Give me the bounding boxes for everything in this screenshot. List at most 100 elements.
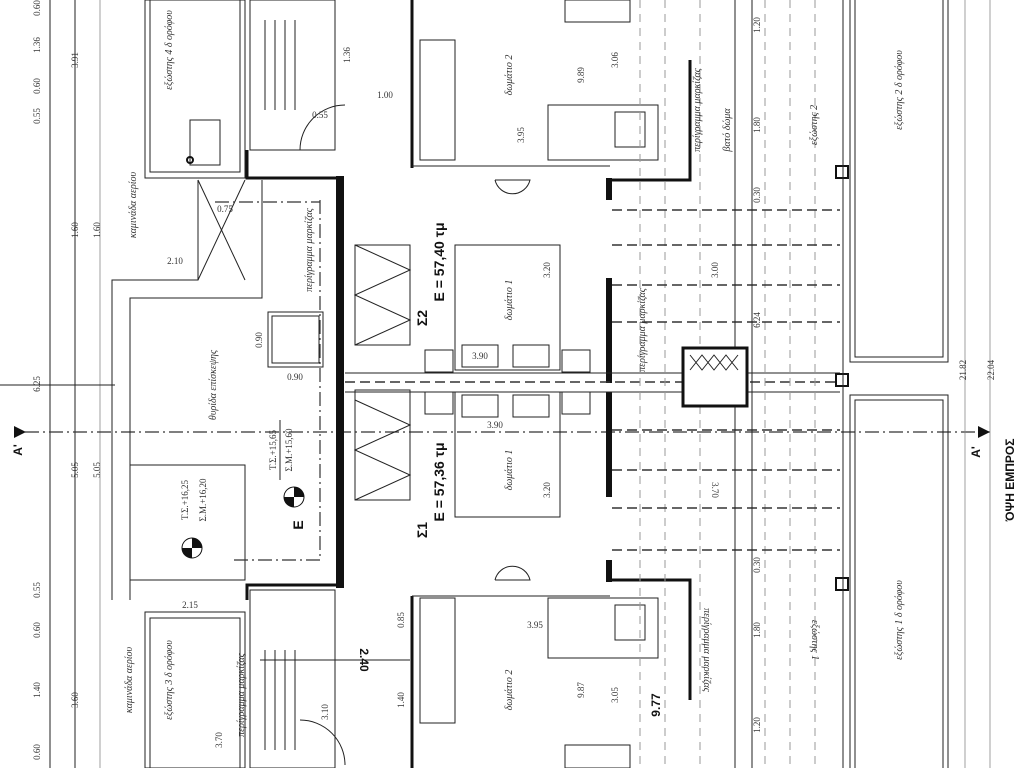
plan-label: 5.05 [92,462,102,478]
plan-label: 3.70 [214,732,224,748]
plan-label: 0.30 [752,557,762,573]
plan-label: 9.77 [649,693,663,717]
plan-label: 1.40 [32,682,42,698]
level-marker-lower: Τ.Σ.+16,25 Σ.Μ.+16,20 [180,478,208,559]
section-arrow-right [978,426,990,438]
walls [245,0,840,768]
plan-label: 3.95 [516,127,526,143]
plan-label: 3.05 [610,687,620,703]
balcony-4-4th [144,0,246,179]
plan-label: 21.82 [958,360,968,380]
plan-label: 3.20 [542,262,552,278]
plan-label: εξώστης 4 δ ορόφου [164,10,175,90]
plan-label: Τ.Σ.+16,25 [180,480,190,520]
left-dimension-lines [0,0,115,768]
plan-label: εξώστης 3 δ ορόφου [164,640,175,720]
plan-label: Σ.Μ.+16,20 [198,478,208,522]
plan-label: περίγραμμα μαρκίζας [701,608,712,693]
plan-label: δωμάτιο 2 [504,670,515,711]
plan-label: 6.25 [32,376,42,392]
plan-label: Τ.Σ.+15,65 [268,430,278,470]
plan-label: 0.55 [32,582,42,598]
plan-label: 2.10 [167,256,183,266]
plan-label: περίγραμμα μαρκίζας [692,67,703,152]
plan-label: 0.60 [32,622,42,638]
plan-label: 2.15 [182,600,198,610]
roof-area [111,179,324,600]
bed-bottom [424,391,591,518]
section-arrow-left [14,426,26,438]
plan-label: Ε [290,520,306,529]
plan-label: εξώστης 1 [809,620,820,660]
plan-label: 0.90 [254,332,264,348]
apartment-area-s2: Ε = 57,40 τμ [431,222,447,301]
plan-label: εξώστης 2 [809,105,820,145]
plan-label: 1.40 [396,692,406,708]
section-marker-left: A' [11,444,25,456]
plan-label: δωμάτιο 2 [504,55,515,96]
plan-label: περίγραμμα μαρκίζας [236,652,247,737]
plan-label: 22.04 [986,359,996,380]
section-marker-right: A' [969,446,983,458]
plan-label: 3.90 [472,351,488,361]
plan-label: καμινάδα αερίου [128,171,139,238]
plan-label: καμινάδα αερίου [124,646,135,713]
plan-label: 3.70 [710,482,720,498]
bed-top [424,244,591,373]
plan-label: 1.36 [342,47,352,63]
plan-label: 1.80 [752,117,762,133]
columns [835,0,849,768]
plan-label: 1.36 [32,37,42,53]
plan-label: 1.20 [752,17,762,33]
plan-label: βατό δώμα [722,108,733,153]
plan-label: 2.40 [357,648,371,672]
plan-label: 9.87 [576,682,586,698]
plan-label: 0.60 [32,0,42,16]
plan-label: δωμάτιο 1 [504,450,515,491]
plan-label: 0.55 [312,110,328,120]
plan-label: 3.95 [527,620,543,630]
plan-label: 3.20 [542,482,552,498]
plan-label: 0.75 [217,204,233,214]
plan-label: 3.00 [710,262,720,278]
plan-label: 3.10 [320,704,330,720]
plan-label: 0.55 [32,108,42,124]
room2-bottom [419,565,659,768]
outer-dim-ticks: 0.60 1.36 0.60 0.55 6.25 0.55 0.60 1.40 … [32,0,102,760]
plan-label: 1.80 [752,622,762,638]
balcony-3-4th [144,611,246,768]
level-marker-upper: Τ.Σ.+15,65 Σ.Μ.+15,60 Ε [268,420,306,530]
plan-label: 9.89 [576,67,586,83]
plan-label: 3.91 [70,52,80,68]
plan-label: 0.60 [32,744,42,760]
plan-label: 5.05 [70,462,80,478]
plan-label: θυρίδα επίσκεψης [208,349,219,420]
plan-label: 3.90 [487,420,503,430]
apartment-area-s1: Ε = 57,36 τμ [431,442,447,521]
apartment-name-s2: Σ2 [414,310,430,326]
plan-label: περίγραμμα μαρκίζας [304,207,315,292]
view-title: ΌΨΗ ΕΜΠΡΟΣ [1003,439,1017,523]
closets [353,244,412,501]
apartment-name-s1: Σ1 [414,522,430,538]
plan-label: εξώστης 2 δ ορόφου [894,50,905,130]
plan-label: Σ.Μ.+15,60 [284,428,294,472]
stair-top [249,0,346,151]
room2-top [419,0,659,195]
plan-label: 6.24 [752,312,762,328]
plan-label: 3.60 [70,692,80,708]
plan-label: 0.85 [396,612,406,628]
plan-label: 0.90 [287,372,303,382]
shaft [681,346,749,408]
plan-label: 1.00 [377,90,393,100]
plan-label: περίγραμμα μαρκίζας [637,287,648,372]
plan-label: 1.20 [752,717,762,733]
right-balconies [849,0,991,768]
plan-label: εξώστης 1 δ ορόφου [894,580,905,660]
plan-label: δωμάτιο 1 [504,280,515,321]
plan-label: 1.60 [70,222,80,238]
plan-label: 3.06 [610,52,620,68]
stair-bottom [249,589,410,768]
plan-label: 0.30 [752,187,762,203]
